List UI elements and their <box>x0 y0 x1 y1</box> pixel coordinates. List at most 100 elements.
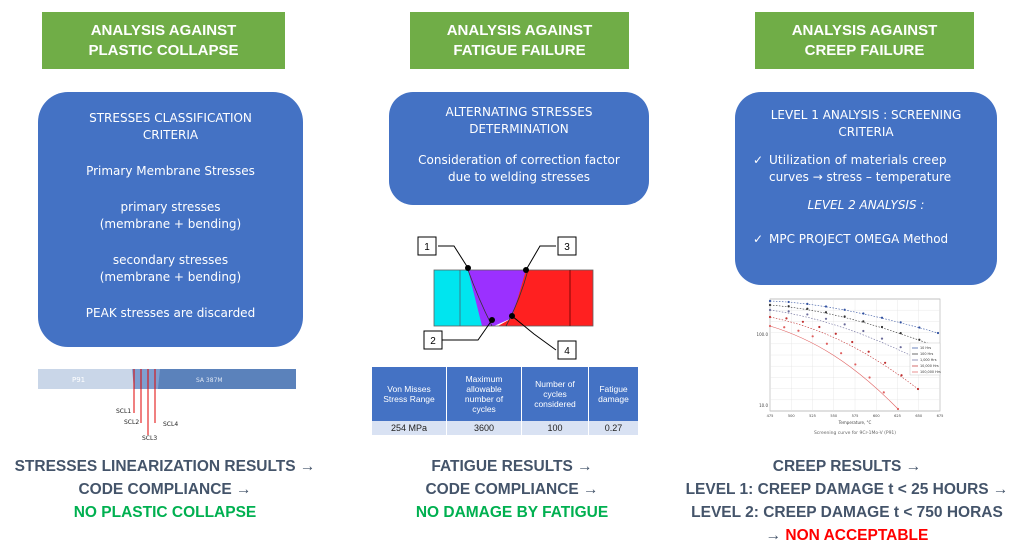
weld-point <box>523 267 529 273</box>
curve-marker <box>787 300 790 304</box>
x-tick-label: 650 <box>915 414 923 418</box>
curve-marker <box>768 315 772 319</box>
bullet-line: MPC PROJECT OMEGA Method <box>769 232 949 246</box>
weld-point <box>509 313 515 319</box>
curve-marker <box>899 321 902 324</box>
curve-marker <box>797 329 800 332</box>
check-icon: ✓ <box>753 153 764 167</box>
header-line: ANALYSIS AGAINST <box>90 21 237 39</box>
curve-marker <box>806 302 809 305</box>
legend-label: 100 Hrs <box>920 352 933 356</box>
curve-marker <box>854 363 857 366</box>
header-creep-failure: ANALYSIS AGAINST CREEP FAILURE <box>755 12 974 69</box>
box-title: ALTERNATING STRESSES <box>445 105 593 119</box>
callout-label: 2 <box>430 336 436 347</box>
curve-marker <box>916 387 920 391</box>
table-cell: 0.27 <box>604 423 623 433</box>
x-tick-label: 600 <box>873 414 881 418</box>
weld-point <box>465 265 471 271</box>
x-axis-label: Temperature, °C <box>838 420 872 425</box>
table-cell: 100 <box>522 421 589 435</box>
curve-marker <box>783 326 786 329</box>
curve-marker <box>824 317 828 320</box>
curve-marker <box>818 325 821 329</box>
result-verdict: NO PLASTIC COLLAPSE <box>73 504 257 521</box>
curve-marker <box>768 299 772 303</box>
table-header-cell: Fatigue damage <box>598 384 629 404</box>
header-plastic-collapse: ANALYSIS AGAINST PLASTIC COLLAPSE <box>42 12 285 69</box>
curve-marker <box>896 407 900 411</box>
box-line: PEAK stresses are discarded <box>85 306 256 320</box>
fatigue-table: Von Misses Stress Range Maximum allowabl… <box>372 367 638 435</box>
result-line: STRESSES LINEARIZATION RESULTS → <box>14 458 316 475</box>
curve-10-hrs <box>769 300 939 334</box>
box-line: (membrane + bending) <box>99 217 242 231</box>
curve-marker <box>768 303 772 307</box>
curve-marker <box>801 320 804 323</box>
curve-marker <box>900 374 903 377</box>
x-tick-label: 525 <box>809 414 816 418</box>
curve-marker <box>880 337 884 340</box>
curve-marker <box>824 311 828 314</box>
weld-point <box>489 317 495 323</box>
result-line-last: → NON ACCEPTABLE <box>670 524 1024 547</box>
x-tick-label: 625 <box>894 414 901 418</box>
curve-marker <box>768 324 772 328</box>
callout-box <box>557 236 577 256</box>
linearization-figure: P91 SA 387M SCL1 SCL2 SCL3 SCL4 <box>38 369 296 442</box>
box-title: CRITERIA <box>838 125 894 139</box>
header-line: PLASTIC COLLAPSE <box>88 41 239 59</box>
curve-marker <box>862 329 865 333</box>
table-cell: 254 MPa <box>372 421 447 435</box>
weld-figure: 1 2 3 4 <box>417 236 594 360</box>
curve-marker <box>936 331 940 335</box>
scl3-label: SCL3 <box>142 435 157 442</box>
box-title: LEVEL 1 ANALYSIS : SCREENING <box>770 108 962 122</box>
callout-line <box>511 315 557 351</box>
scl1-label: SCL1 <box>116 408 131 415</box>
p91-section <box>38 369 146 389</box>
box-line: secondary stresses <box>112 253 229 267</box>
curve-marker <box>918 338 921 341</box>
x-tick-label: 575 <box>852 414 859 418</box>
result-verdict: NO DAMAGE BY FATIGUE <box>415 504 609 521</box>
box-line: primary stresses <box>120 200 221 214</box>
curve-marker <box>840 352 843 355</box>
scl2-label: SCL2 <box>124 419 139 426</box>
result-plastic-collapse: STRESSES LINEARIZATION RESULTS → CODE CO… <box>0 455 330 524</box>
header-line: ANALYSIS AGAINST <box>791 21 938 39</box>
curve-10000-hrs <box>769 316 919 390</box>
y-tick-label: 10.0 <box>759 403 768 408</box>
x-tick-label: 500 <box>788 414 796 418</box>
level2-title: LEVEL 2 ANALYSIS : <box>807 198 925 212</box>
curve-marker <box>806 313 809 316</box>
callout-line <box>525 245 556 271</box>
curve-marker <box>867 350 870 353</box>
sa387-label: SA 387M <box>196 377 223 384</box>
box-title: CRITERIA <box>142 128 199 142</box>
table-header-cell: Maximum allowable number of cycles <box>447 367 522 421</box>
curve-marker <box>868 376 871 379</box>
curve-marker <box>843 323 846 326</box>
table-header-cell: Number of cycles considered <box>522 367 589 421</box>
box-title: STRESSES CLASSIFICATION <box>89 111 252 125</box>
callout-box <box>557 340 577 360</box>
result-line: CREEP RESULTS → <box>772 458 922 475</box>
curve-marker <box>882 391 885 394</box>
legend-label: 10 Hrs <box>920 346 931 350</box>
curve-marker <box>899 346 902 349</box>
legend-label: 100,000 Hrs <box>920 370 941 374</box>
header-line: FATIGUE FAILURE <box>453 41 586 59</box>
box-line: Consideration of correction factor <box>418 153 620 167</box>
curve-marker <box>787 310 790 313</box>
alternating-stresses-box: ALTERNATING STRESSES DETERMINATION Consi… <box>389 92 649 205</box>
x-tick-label: 550 <box>830 414 838 418</box>
header-fatigue-failure: ANALYSIS AGAINST FATIGUE FAILURE <box>410 12 629 69</box>
callout-label: 3 <box>564 242 570 253</box>
curve-marker <box>824 305 828 308</box>
curve-marker <box>884 361 887 364</box>
result-line: LEVEL 1: CREEP DAMAGE t < 25 HOURS → <box>685 481 1009 498</box>
callout-line <box>438 319 493 341</box>
